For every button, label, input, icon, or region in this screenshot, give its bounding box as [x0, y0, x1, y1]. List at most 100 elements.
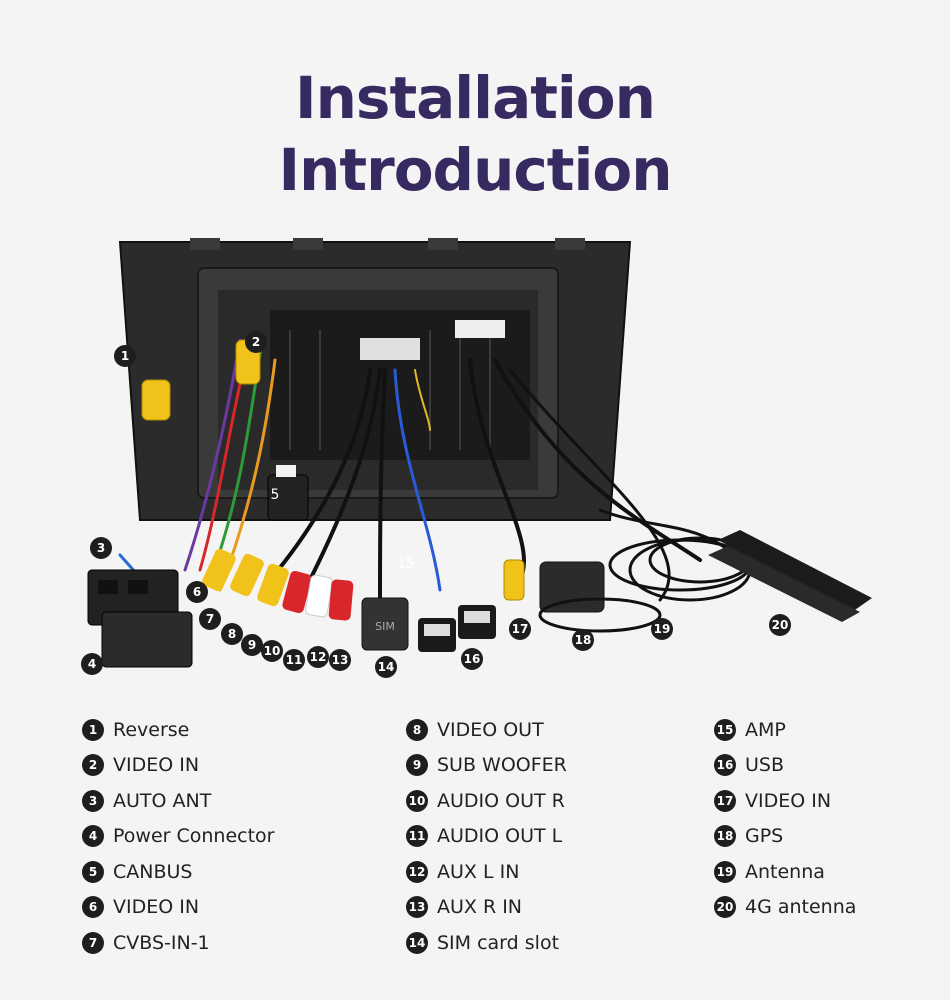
svg-text:13: 13 — [332, 653, 349, 667]
svg-text:9: 9 — [248, 638, 256, 652]
svg-text:16: 16 — [464, 652, 481, 666]
number-badge: 10 — [406, 789, 428, 812]
legend-label: AUX R IN — [437, 896, 523, 919]
svg-text:18: 18 — [575, 633, 592, 647]
number-badge: 4 — [82, 825, 104, 848]
legend-label: AMP — [745, 718, 786, 741]
legend-item: 14 SIM card slot — [406, 925, 567, 961]
callout-9: 9 — [241, 634, 263, 656]
callout-11: 11 — [283, 649, 305, 671]
svg-text:10: 10 — [264, 644, 281, 658]
number-badge: 5 — [82, 860, 104, 883]
legend-label: CANBUS — [113, 860, 193, 883]
svg-text:1: 1 — [121, 349, 129, 363]
callout-14: 14 — [375, 656, 397, 678]
callout-1: 1 — [114, 345, 136, 367]
callout-4: 4 — [81, 653, 103, 675]
number-badge: 19 — [714, 860, 736, 883]
legend-label: VIDEO IN — [113, 754, 200, 777]
legend-item: 8 VIDEO OUT — [406, 712, 567, 748]
legend-label: CVBS-IN-1 — [113, 931, 210, 954]
callout-15: 15 — [397, 556, 415, 572]
svg-text:20: 20 — [772, 618, 789, 632]
legend-label: AUTO ANT — [113, 789, 212, 812]
head-unit-illustration: SIM 1 2 3 4 — [81, 238, 872, 678]
legend-label: Power Connector — [113, 825, 275, 848]
svg-text:6: 6 — [193, 585, 201, 599]
legend-item: 10 AUDIO OUT R — [406, 783, 567, 819]
number-badge: 13 — [406, 896, 428, 919]
number-badge: 2 — [82, 754, 104, 777]
reverse-rca-connector — [141, 379, 171, 421]
legend-label: SUB WOOFER — [437, 754, 567, 777]
callout-7: 7 — [199, 608, 221, 630]
number-badge: 16 — [714, 754, 736, 777]
legend-item: 16 USB — [714, 748, 856, 784]
number-badge: 20 — [714, 896, 736, 919]
legend-label: AUX L IN — [437, 860, 520, 883]
legend-item: 19 Antenna — [714, 854, 856, 890]
power-connector — [87, 569, 193, 668]
video-in-17-connector — [503, 559, 525, 601]
legend-label: AUDIO OUT R — [437, 789, 565, 812]
number-badge: 14 — [406, 931, 428, 954]
number-badge: 3 — [82, 789, 104, 812]
svg-text:11: 11 — [286, 653, 303, 667]
legend-label: 4G antenna — [745, 896, 857, 919]
callout-10: 10 — [261, 640, 283, 662]
callout-6: 6 — [186, 581, 208, 603]
svg-text:14: 14 — [378, 660, 395, 674]
callout-2: 2 — [245, 331, 267, 353]
rca-cluster — [202, 548, 354, 621]
legend-label: VIDEO OUT — [437, 718, 544, 741]
legend-label: Antenna — [745, 860, 825, 883]
svg-text:4: 4 — [88, 657, 96, 671]
number-badge: 8 — [406, 718, 428, 741]
head-unit-frame — [118, 238, 632, 521]
number-badge: 18 — [714, 825, 736, 848]
callout-20: 20 — [769, 614, 791, 636]
svg-text:3: 3 — [97, 541, 105, 555]
number-badge: 17 — [714, 789, 736, 812]
gps-antenna — [538, 561, 662, 633]
callout-18: 18 — [572, 629, 594, 651]
legend-label: SIM card slot — [437, 931, 560, 954]
usb-connectors — [418, 605, 496, 652]
canbus-box — [267, 465, 309, 521]
svg-text:7: 7 — [206, 612, 214, 626]
legend-item: 4 Power Connector — [82, 819, 274, 855]
legend-item: 15 AMP — [714, 712, 856, 748]
4g-antenna — [708, 530, 872, 622]
title-line-2: Introduction — [278, 136, 673, 204]
legend-label: USB — [745, 754, 785, 777]
callout-13: 13 — [329, 649, 351, 671]
callout-3: 3 — [90, 537, 112, 559]
number-badge: 15 — [714, 718, 736, 741]
sim-text: SIM — [375, 620, 395, 633]
legend-label: AUDIO OUT L — [437, 825, 563, 848]
number-badge: 6 — [82, 896, 104, 919]
svg-text:8: 8 — [228, 627, 236, 641]
svg-text:5: 5 — [271, 487, 280, 503]
number-badge: 11 — [406, 825, 428, 848]
legend-label: VIDEO IN — [113, 896, 200, 919]
legend-item: 7 CVBS-IN-1 — [82, 925, 274, 961]
callout-19: 19 — [651, 618, 673, 640]
legend-item: 5 CANBUS — [82, 854, 274, 890]
number-badge: 7 — [82, 931, 104, 954]
number-badge: 1 — [82, 718, 104, 741]
sim-card-slot: SIM — [361, 597, 409, 651]
legend-item: 2 VIDEO IN — [82, 748, 274, 784]
callout-17: 17 — [509, 618, 531, 640]
product-photo: SIM 1 2 3 4 — [0, 220, 950, 700]
callout-12: 12 — [307, 646, 329, 668]
